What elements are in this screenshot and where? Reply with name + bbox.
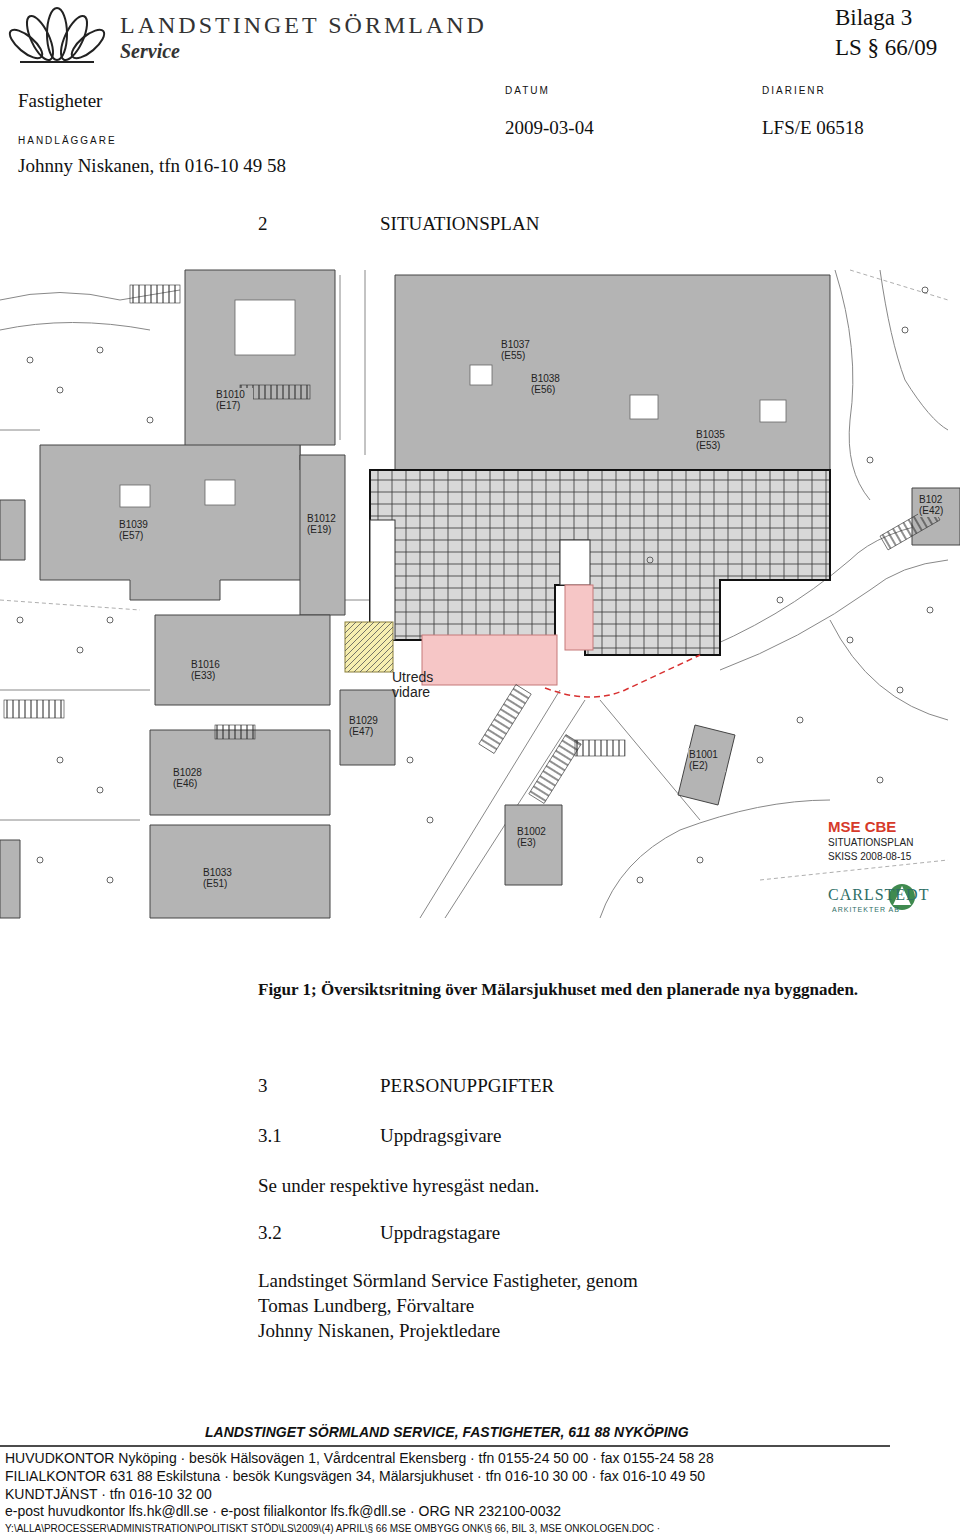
building-code: B1001 (E2) — [689, 749, 725, 771]
paragraph-reference: LS § 66/09 — [835, 35, 937, 61]
building-label: B1035 (E53) — [695, 428, 733, 452]
field-label: DIARIENR — [762, 85, 826, 96]
body-text: Johnny Niskanen, Projektledare — [258, 1320, 500, 1342]
building-code: B1028 (E46) — [173, 767, 209, 789]
section-number: 3.2 — [258, 1222, 282, 1244]
figure-caption: Figur 1; Översiktsritning över Mälarsjuk… — [258, 980, 858, 1000]
building-code: B1033 (E51) — [203, 867, 239, 889]
building-label: B1010 (E17) — [215, 388, 253, 412]
building-label: B1016 (E33) — [190, 658, 228, 682]
date: 2009-03-04 — [505, 117, 594, 139]
building-code: B1016 (E33) — [191, 659, 227, 681]
building-code: B1035 (E53) — [696, 429, 732, 451]
building-code: B1039 (E57) — [119, 519, 155, 541]
drawing-subtitle: SITUATIONSPLAN — [828, 837, 913, 848]
building-code: B1012 (E19) — [307, 513, 343, 535]
building-code: B1010 (E17) — [216, 389, 252, 411]
building-code: B102 (E42) — [919, 494, 955, 516]
building-code: B1038 (E56) — [531, 373, 567, 395]
department: Fastigheter — [18, 90, 102, 112]
architect-name: CARLSTEDT — [828, 886, 929, 904]
building-label: B1012 (E19) — [306, 512, 344, 536]
officer-contact: Johnny Niskanen, tfn 016-10 49 58 — [18, 155, 286, 177]
building-label: B102 (E42) — [918, 493, 956, 517]
drawing-title: MSE CBE — [828, 818, 896, 835]
field-label: HANDLÄGGARE — [18, 135, 117, 146]
building-label: B1039 (E57) — [118, 518, 156, 542]
building-label: B1038 (E56) — [530, 372, 568, 396]
architect-suffix: ARKITEKTER AB — [832, 906, 900, 913]
building-code: B1002 (E3) — [517, 826, 553, 848]
building-code: B1037 (E55) — [501, 339, 537, 361]
building-label: B1001 (E2) — [688, 748, 726, 772]
footer-line: FILIALKONTOR 631 88 Eskilstuna · besök K… — [5, 1468, 705, 1484]
appendix-number: Bilaga 3 — [835, 5, 912, 31]
registration-number: LFS/E 06518 — [762, 117, 864, 139]
building-label: B1028 (E46) — [172, 766, 210, 790]
building-code: B1029 (E47) — [349, 715, 385, 737]
section-heading: Uppdragstagare — [380, 1222, 500, 1244]
section-heading: PERSONUPPGIFTER — [380, 1075, 554, 1097]
logo-mark — [6, 8, 109, 64]
section-heading: SITUATIONSPLAN — [380, 213, 539, 235]
logo-text: LANDSTINGET SÖRMLAND — [120, 12, 487, 39]
section-number: 2 — [258, 213, 268, 235]
section-number: 3.1 — [258, 1125, 282, 1147]
file-path: Y:\ALLA\PROCESSER\ADMINISTRATION\POLITIS… — [5, 1523, 660, 1534]
footer-heading: LANDSTINGET SÖRMLAND SERVICE, FASTIGHETE… — [205, 1424, 689, 1440]
body-text: Tomas Lundberg, Förvaltare — [258, 1295, 474, 1317]
body-text: Landstinget Sörmland Service Fastigheter… — [258, 1270, 638, 1292]
body-text: Se under respektive hyresgäst nedan. — [258, 1175, 539, 1197]
building-label: B1037 (E55) — [500, 338, 538, 362]
section-number: 3 — [258, 1075, 268, 1097]
building-label: B1029 (E47) — [348, 714, 386, 738]
footer-line: e-post huvudkontor lfs.hk@dll.se · e-pos… — [5, 1503, 561, 1519]
building-label: B1033 (E51) — [202, 866, 240, 890]
logo-subtitle: Service — [120, 40, 180, 63]
map — [0, 270, 960, 918]
map-note: Utreds vidare — [392, 670, 444, 699]
field-label: DATUM — [505, 85, 550, 96]
footer-line: HUVUDKONTOR Nyköping · besök Hälsovägen … — [5, 1450, 714, 1466]
drawing-date: SKISS 2008-08-15 — [828, 851, 911, 862]
building-label: B1002 (E3) — [516, 825, 554, 849]
footer-line: KUNDTJÄNST · tfn 016-10 32 00 — [5, 1486, 212, 1502]
section-heading: Uppdragsgivare — [380, 1125, 501, 1147]
